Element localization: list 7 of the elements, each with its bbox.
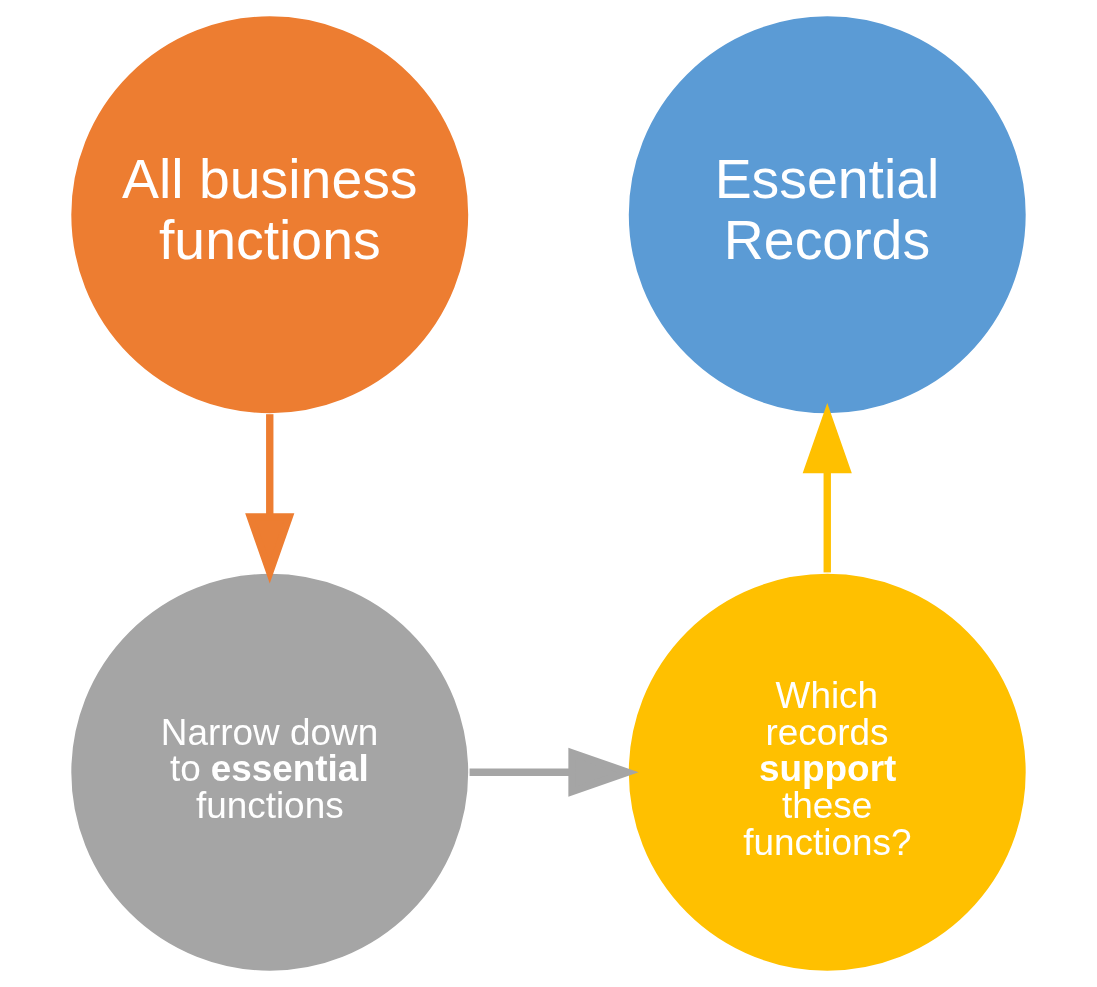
node-circle: Narrow down to essential functions (69, 571, 471, 973)
arrow (802, 403, 852, 573)
arrow (245, 414, 295, 584)
arrow (469, 747, 639, 797)
node-circle: Which records support these functions? (626, 571, 1028, 973)
node-circle: All business functions (69, 14, 471, 416)
node-circle: Essential Records (626, 14, 1028, 416)
